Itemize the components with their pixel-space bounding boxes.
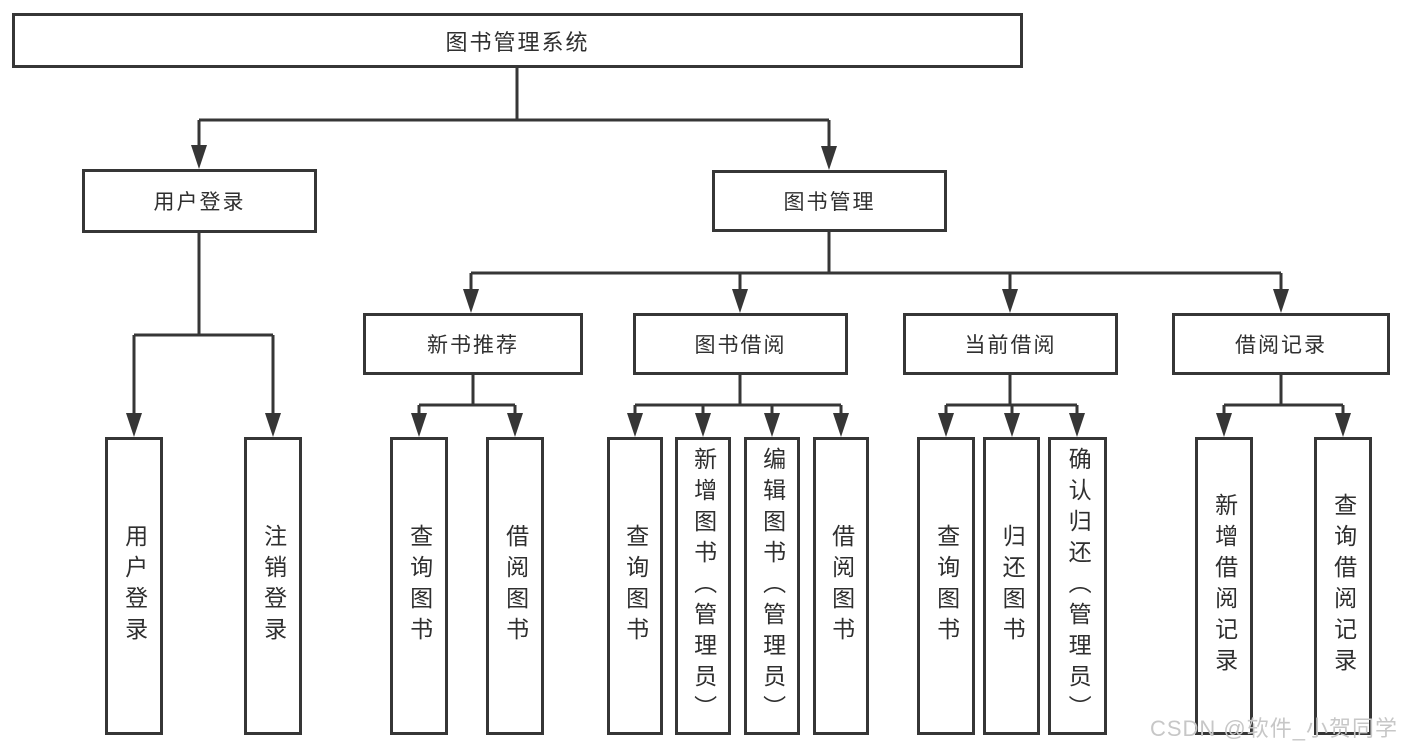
leaf-query-book-recommend: 查询图书 [390,437,448,735]
connector-paths [132,68,1345,416]
leaf-confirm-return-admin-label: 确认归还（管理员） [1065,446,1092,726]
leaf-borrow-book-label: 借阅图书 [828,524,855,648]
node-book-borrow: 图书借阅 [633,313,848,375]
leaf-query-borrow-record: 查询借阅记录 [1314,437,1372,735]
leaf-logout-label: 注销登录 [260,524,287,648]
node-root-label: 图书管理系统 [445,29,590,55]
node-book-management-label: 图书管理 [783,191,876,214]
node-user-login-label: 用户登录 [153,191,246,214]
node-new-book-recommend: 新书推荐 [363,313,583,375]
leaf-user-login: 用户登录 [105,437,163,735]
leaf-user-login-label: 用户登录 [121,524,148,648]
arrowheads [126,145,1351,437]
leaf-return-book: 归还图书 [983,437,1040,735]
csdn-watermark: CSDN @软件_小贺同学 [1149,716,1398,741]
leaf-logout: 注销登录 [244,437,302,735]
leaf-edit-book-admin: 编辑图书（管理员） [744,437,800,735]
node-current-borrow-label: 当前借阅 [964,334,1057,357]
leaf-borrow-book-recommend: 借阅图书 [486,437,544,735]
node-root: 图书管理系统 [12,13,1023,68]
node-current-borrow: 当前借阅 [903,313,1118,375]
leaf-confirm-return-admin: 确认归还（管理员） [1048,437,1107,735]
leaf-return-book-label: 归还图书 [999,524,1026,648]
leaf-query-borrow-record-label: 查询借阅记录 [1330,493,1357,679]
node-user-login: 用户登录 [82,169,317,233]
leaf-add-book-admin: 新增图书（管理员） [675,437,731,735]
leaf-add-book-admin-label: 新增图书（管理员） [690,446,717,726]
leaf-add-borrow-record-label: 新增借阅记录 [1211,493,1238,679]
leaf-add-borrow-record: 新增借阅记录 [1195,437,1253,735]
leaf-query-book-borrow-label: 查询图书 [622,524,649,648]
leaf-borrow-book-recommend-label: 借阅图书 [502,524,529,648]
leaf-query-book-recommend-label: 查询图书 [406,524,433,648]
leaf-borrow-book: 借阅图书 [813,437,869,735]
node-borrow-records: 借阅记录 [1172,313,1390,375]
leaf-query-book-current: 查询图书 [917,437,975,735]
leaf-edit-book-admin-label: 编辑图书（管理员） [759,446,786,726]
leaf-query-book-current-label: 查询图书 [933,524,960,648]
leaf-query-book-borrow: 查询图书 [607,437,663,735]
node-book-borrow-label: 图书借阅 [694,334,787,357]
node-borrow-records-label: 借阅记录 [1235,334,1327,357]
node-book-management: 图书管理 [712,170,947,232]
node-new-book-recommend-label: 新书推荐 [427,334,519,357]
